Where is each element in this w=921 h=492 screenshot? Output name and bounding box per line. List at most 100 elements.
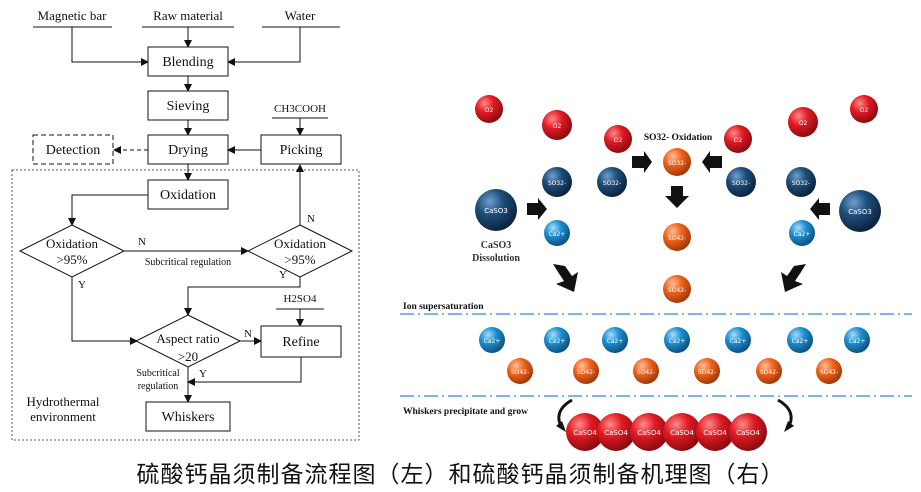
so3-ion-oxidizing: SO32- bbox=[663, 148, 691, 176]
caso4-crystal: CaSO4 bbox=[663, 413, 701, 451]
so4-ion: SO42- bbox=[633, 358, 659, 384]
svg-text:CaSO3: CaSO3 bbox=[848, 208, 872, 216]
input-magnetic-bar: Magnetic bar bbox=[38, 8, 108, 23]
step-detection-label: Detection bbox=[46, 143, 100, 158]
branch-label-y: Y bbox=[199, 368, 207, 380]
so3-ion: SO32- bbox=[542, 167, 572, 197]
decision-oxidation-right bbox=[246, 224, 354, 278]
reagent-sulfuric-acid: H2SO4 bbox=[283, 293, 317, 305]
arrowhead bbox=[556, 421, 566, 432]
ca-ion: Ca2+ bbox=[544, 220, 570, 246]
svg-text:SO42-: SO42- bbox=[668, 235, 686, 242]
step-whiskers-label: Whiskers bbox=[162, 410, 215, 425]
svg-text:SO32-: SO32- bbox=[668, 160, 686, 167]
svg-text:CaSO4: CaSO4 bbox=[736, 429, 760, 437]
input-raw-material: Raw material bbox=[153, 8, 223, 23]
connector bbox=[227, 27, 301, 66]
svg-text:Ca2+: Ca2+ bbox=[849, 338, 866, 345]
caso3-particle: CaSO3 bbox=[475, 189, 517, 231]
step-drying-label: Drying bbox=[168, 143, 208, 158]
svg-text:CaSO4: CaSO4 bbox=[670, 429, 694, 437]
caso3-particle: CaSO3 bbox=[839, 190, 881, 232]
ca-ion: Ca2+ bbox=[725, 327, 751, 353]
ion-supersaturation-label: Ion supersaturation bbox=[403, 302, 484, 312]
arrow-down-left-icon bbox=[553, 264, 578, 292]
o2-molecule: O2 bbox=[604, 125, 632, 153]
edge-label-subcritical: Subcritical regulation bbox=[145, 257, 231, 268]
svg-text:O2: O2 bbox=[860, 107, 869, 114]
svg-text:SO42-: SO42- bbox=[637, 369, 655, 376]
ca-ion: Ca2+ bbox=[789, 220, 815, 246]
dissolution-label-line2: Dissolution bbox=[472, 253, 520, 264]
step-picking-label: Picking bbox=[280, 143, 323, 158]
so3-ion: SO32- bbox=[786, 167, 816, 197]
environment-label-line2: environment bbox=[30, 409, 96, 424]
hydrothermal-environment-box bbox=[11, 169, 360, 441]
branch-label-y: Y bbox=[279, 269, 287, 281]
decision-oxidation-left-line2: >95% bbox=[56, 252, 87, 267]
step-blending bbox=[147, 46, 229, 77]
edge-label-subcritical-line1: Subcritical bbox=[136, 368, 180, 379]
step-refine bbox=[260, 325, 342, 358]
o2-molecule: O2 bbox=[850, 95, 878, 123]
ca-ion: Ca2+ bbox=[664, 327, 690, 353]
step-whiskers bbox=[145, 401, 231, 432]
arrow-down-icon bbox=[665, 186, 689, 208]
so4-ion: SO42- bbox=[816, 358, 842, 384]
connector bbox=[184, 277, 301, 316]
decision-oxidation-right-line1: Oxidation bbox=[274, 236, 326, 251]
arrow-left-icon bbox=[810, 198, 830, 220]
svg-text:CaSO3: CaSO3 bbox=[484, 207, 508, 215]
input-water: Water bbox=[285, 8, 316, 23]
so4-ion: SO42- bbox=[663, 223, 691, 251]
svg-text:Ca2+: Ca2+ bbox=[549, 231, 566, 238]
so3-ion: SO32- bbox=[726, 167, 756, 197]
svg-text:SO42-: SO42- bbox=[668, 287, 686, 294]
svg-text:SO32-: SO32- bbox=[792, 180, 810, 187]
mechanism-diagram: O2 O2 O2 O2 O2 O2 SO32- Oxidation SO32- … bbox=[400, 95, 912, 451]
connector bbox=[68, 194, 148, 226]
caso4-crystal: CaSO4 bbox=[729, 413, 767, 451]
step-blending-label: Blending bbox=[162, 55, 213, 70]
o2-molecule: O2 bbox=[724, 125, 752, 153]
svg-text:SO42-: SO42- bbox=[511, 369, 529, 376]
step-oxidation bbox=[147, 179, 229, 210]
arrow-left-icon bbox=[702, 151, 722, 173]
svg-text:Ca2+: Ca2+ bbox=[730, 338, 747, 345]
so4-ion: SO42- bbox=[756, 358, 782, 384]
svg-text:Ca2+: Ca2+ bbox=[794, 231, 811, 238]
svg-text:O2: O2 bbox=[614, 137, 623, 144]
ca-ion: Ca2+ bbox=[787, 327, 813, 353]
so3-oxidation-title: SO32- Oxidation bbox=[644, 133, 713, 143]
step-refine-label: Refine bbox=[282, 335, 319, 350]
connector bbox=[71, 277, 138, 345]
caso4-crystal: CaSO4 bbox=[597, 413, 635, 451]
so4-ion: SO42- bbox=[663, 275, 691, 303]
svg-text:Ca2+: Ca2+ bbox=[484, 338, 501, 345]
branch-label-n: N bbox=[244, 328, 252, 340]
so4-ion: SO42- bbox=[694, 358, 720, 384]
svg-text:O2: O2 bbox=[799, 120, 808, 127]
arrow-right-icon bbox=[632, 151, 652, 173]
edge-label-subcritical-line2: regulation bbox=[138, 381, 179, 392]
arrow-right-icon bbox=[527, 198, 547, 220]
svg-text:SO42-: SO42- bbox=[698, 369, 716, 376]
environment-label-line1: Hydrothermal bbox=[27, 394, 100, 409]
figure-caption: 硫酸钙晶须制备流程图（左）和硫酸钙晶须制备机理图（右） bbox=[136, 462, 785, 488]
svg-text:SO42-: SO42- bbox=[577, 369, 595, 376]
svg-text:CaSO4: CaSO4 bbox=[703, 429, 727, 437]
connector bbox=[71, 27, 149, 66]
decision-aspect-line2: >20 bbox=[178, 349, 198, 364]
svg-text:SO32-: SO32- bbox=[548, 180, 566, 187]
svg-text:SO42-: SO42- bbox=[760, 369, 778, 376]
branch-label-n: N bbox=[138, 236, 146, 248]
ca-ion: Ca2+ bbox=[844, 327, 870, 353]
branch-label-n: N bbox=[307, 213, 315, 225]
arrow-down-right-icon bbox=[781, 264, 806, 292]
caso4-crystal: CaSO4 bbox=[696, 413, 734, 451]
flowchart: Magnetic bar Raw material Water Blending… bbox=[11, 8, 360, 441]
decision-oxidation-left-line1: Oxidation bbox=[46, 236, 98, 251]
svg-text:CaSO4: CaSO4 bbox=[573, 429, 597, 437]
svg-text:Ca2+: Ca2+ bbox=[792, 338, 809, 345]
